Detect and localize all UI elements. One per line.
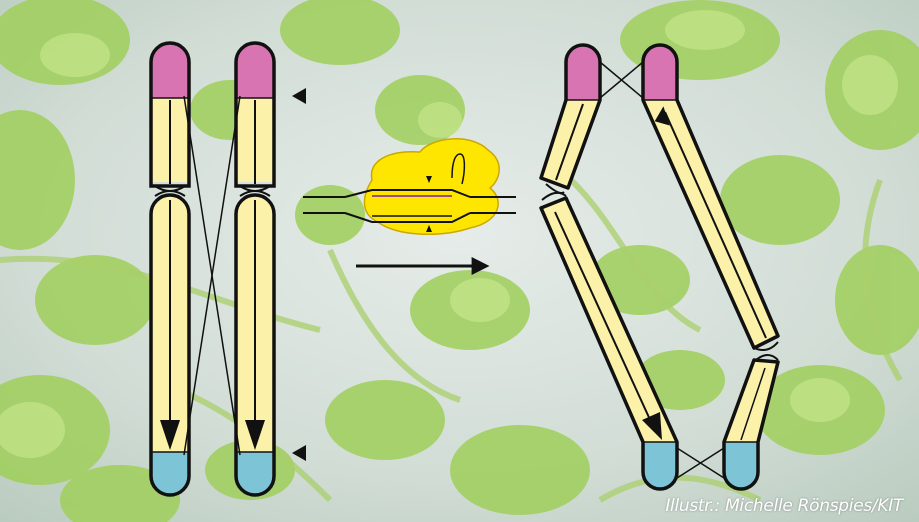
chromosome-a-upper-arm <box>151 43 189 186</box>
image-credit: Illustr.: Michelle Rönspies/KIT <box>665 496 903 516</box>
chromosome-b-lower-arm <box>236 195 274 495</box>
chromosome-a-lower-arm <box>151 195 189 495</box>
chromosome-b-upper-arm <box>236 43 274 186</box>
